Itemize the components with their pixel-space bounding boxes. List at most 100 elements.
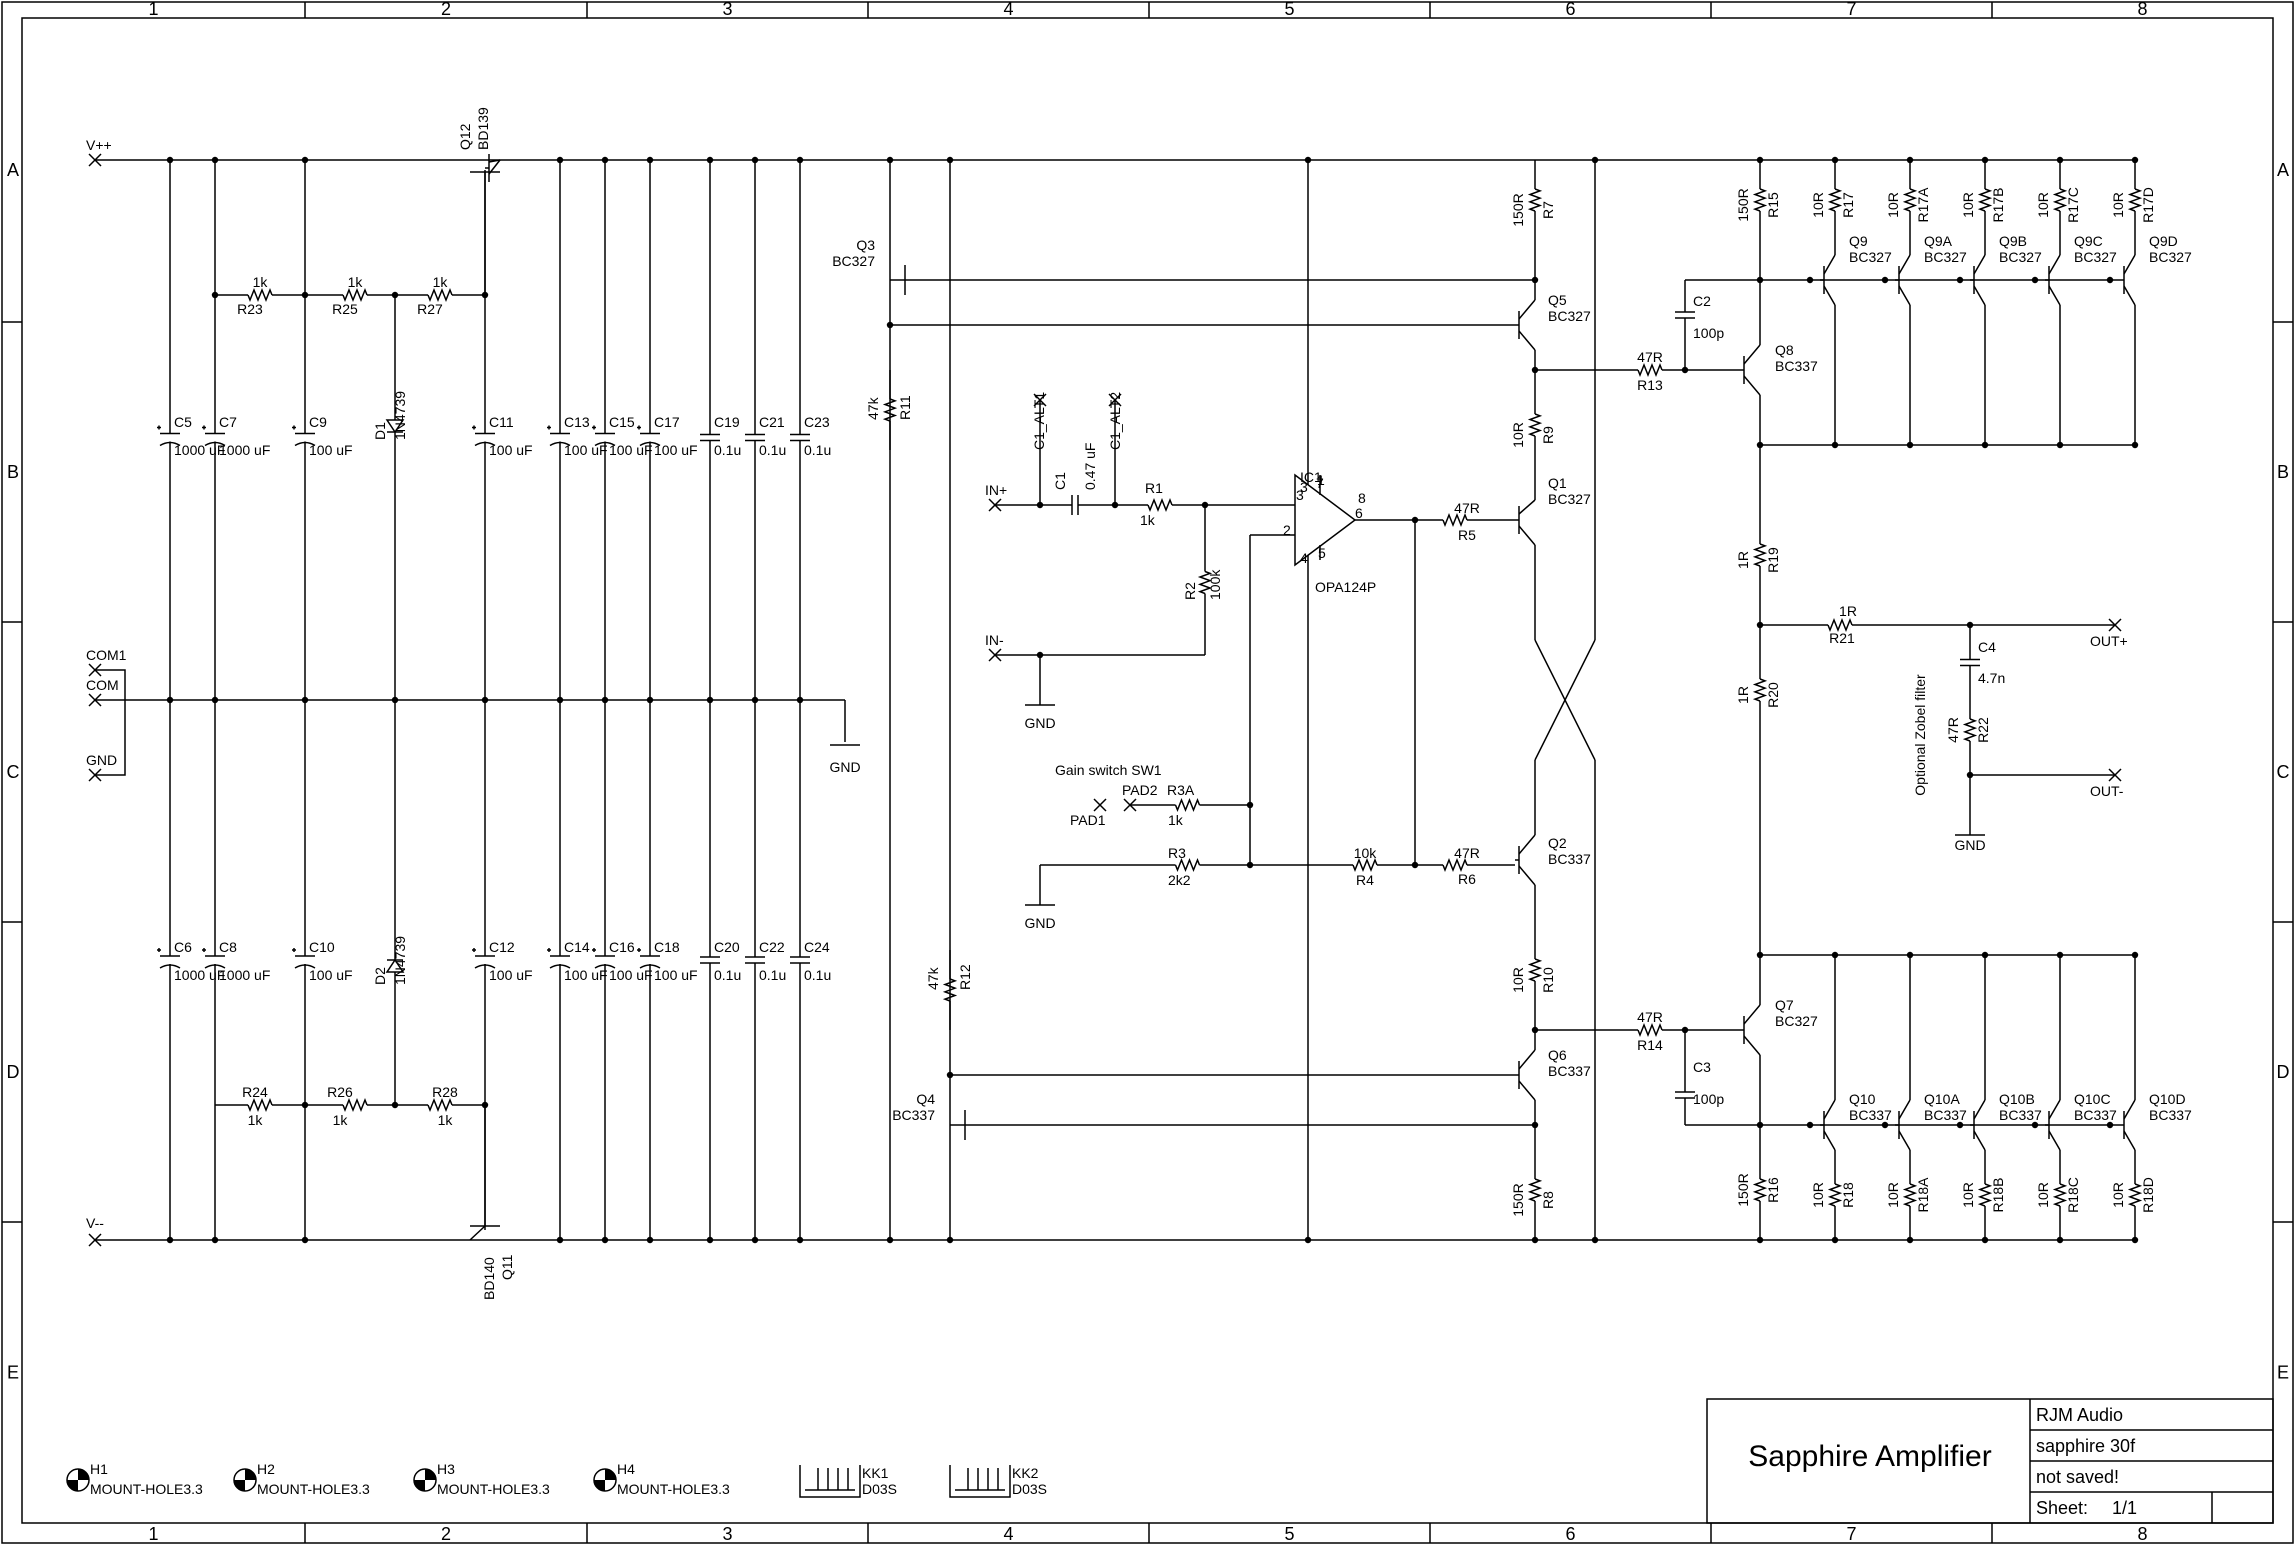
cap-ref: C5 [174, 414, 192, 430]
res-value: 10R [2035, 192, 2051, 218]
transistor-value: BC337 [1775, 358, 1818, 374]
res-ref: R25 [332, 301, 358, 317]
zigzag [1527, 188, 1543, 212]
res-value: 2k2 [1168, 872, 1191, 888]
transistor-ref: Q2 [1548, 835, 1567, 851]
net-label-com1: COM1 [86, 647, 127, 663]
capacitor-c9 [292, 395, 316, 480]
row-letter-left: B [7, 462, 19, 482]
net-label-vmm: V-- [86, 1215, 104, 1231]
junction-dot [166, 156, 174, 164]
net-label-gnd: GND [86, 752, 117, 768]
junction-dot [2106, 276, 2114, 284]
capacitor-c5 [157, 395, 181, 480]
resistor-r4 [1340, 857, 1390, 873]
res-ref: R17D [2140, 187, 2156, 223]
res-value: 10R [1885, 1182, 1901, 1208]
heatsink-outline [949, 1465, 1011, 1498]
zigzag [1527, 958, 1543, 982]
junction-dot [1304, 156, 1312, 164]
transistor-value: BC337 [2074, 1107, 2117, 1123]
resistor-r26 [330, 1097, 380, 1113]
transistor-value: BC327 [1548, 491, 1591, 507]
heatsink-ref: KK1 [862, 1465, 889, 1481]
zobel-note: Optional Zobel filter [1912, 674, 1928, 796]
zigzag [1902, 1183, 1918, 1207]
column-number-bottom: 4 [1003, 1524, 1013, 1544]
resistor-r2 [1197, 555, 1213, 610]
res-ref: R20 [1765, 682, 1781, 708]
res-ref: R7 [1540, 201, 1556, 219]
gnd-label: GND [829, 759, 860, 775]
zigzag [1752, 1178, 1768, 1202]
net-label-com: COM [86, 677, 119, 693]
cap-ref: C13 [564, 414, 590, 430]
res-ref: R9 [1540, 426, 1556, 444]
mount-ref: H3 [437, 1461, 455, 1477]
res-ref: R2 [1182, 582, 1198, 600]
mount-value: MOUNT-HOLE3.3 [257, 1481, 370, 1497]
cap-value: 100 uF [489, 967, 533, 983]
zigzag [1527, 1178, 1543, 1202]
cap-ref: C16 [609, 939, 635, 955]
capacitor-c15 [592, 395, 616, 480]
junction-dot [706, 156, 714, 164]
transistor-q10a [1895, 1099, 1911, 1151]
cap-ref: C20 [714, 939, 740, 955]
zigzag [1977, 188, 1993, 212]
row-letter-left: C [7, 762, 20, 782]
junction-dot [556, 1236, 564, 1244]
cap-ref: C21 [759, 414, 785, 430]
junction-dot [1831, 951, 1839, 959]
junction-dot [751, 1236, 759, 1244]
resistor-r17a [1902, 180, 1918, 220]
transistor-value: BD140 [481, 1257, 497, 1300]
junction-dot [1756, 1236, 1764, 1244]
title-block-status: not saved! [2036, 1467, 2119, 1487]
junction-dot [1831, 156, 1839, 164]
column-number-bottom: 2 [441, 1524, 451, 1544]
cap-ref: C18 [654, 939, 680, 955]
junction-dot [1906, 441, 1914, 449]
heatsink-kk2 [949, 1465, 1011, 1498]
resistor-r17b [1977, 180, 1993, 220]
res-value: 10R [1885, 192, 1901, 218]
junction-dot [1411, 861, 1419, 869]
resistor-r17 [1827, 180, 1843, 220]
cap-value: 1000 uF [219, 967, 270, 983]
net-label-c1-alt2: C1_ALT2 [1107, 392, 1123, 450]
cap-value: 100p [1693, 1091, 1724, 1107]
junction-dot [706, 1236, 714, 1244]
transistor-value: BC337 [1548, 1063, 1591, 1079]
cap-ref: C19 [714, 414, 740, 430]
zigzag [427, 287, 453, 303]
res-value: 1k [248, 1112, 264, 1128]
capacitor-c16 [592, 915, 616, 1005]
mount-hole-1 [66, 1468, 90, 1492]
capacitor-c4 [1960, 650, 1980, 675]
mount-ref: H1 [90, 1461, 108, 1477]
res-ref: R14 [1637, 1037, 1663, 1053]
capacitor-c22 [745, 915, 765, 1005]
net-label-c1-alt1: C1_ALT1 [1031, 392, 1047, 450]
junction-dot [1756, 156, 1764, 164]
junction-dot [301, 156, 309, 164]
capacitor-c18 [637, 915, 661, 1005]
junction-dot [1531, 1236, 1539, 1244]
mount-hole-2 [233, 1468, 257, 1492]
res-value: 150R [1735, 188, 1751, 221]
transistor-ref: Q9B [1999, 233, 2027, 249]
cap-ref: C22 [759, 939, 785, 955]
res-ref: R13 [1637, 377, 1663, 393]
column-number-bottom: 7 [1846, 1524, 1856, 1544]
transistor-value: BC337 [892, 1107, 935, 1123]
row-letter-right: B [2277, 462, 2289, 482]
transistor-ref: Q5 [1548, 292, 1567, 308]
resistor-r20 [1752, 665, 1768, 715]
pin-number: 2 [1283, 522, 1291, 538]
in-plus-terminal [988, 498, 1002, 512]
resistor-r25 [330, 287, 380, 303]
transistor-q10 [1820, 1099, 1836, 1151]
transistor-ref: Q10C [2074, 1091, 2111, 1107]
cap-ref: C24 [804, 939, 830, 955]
